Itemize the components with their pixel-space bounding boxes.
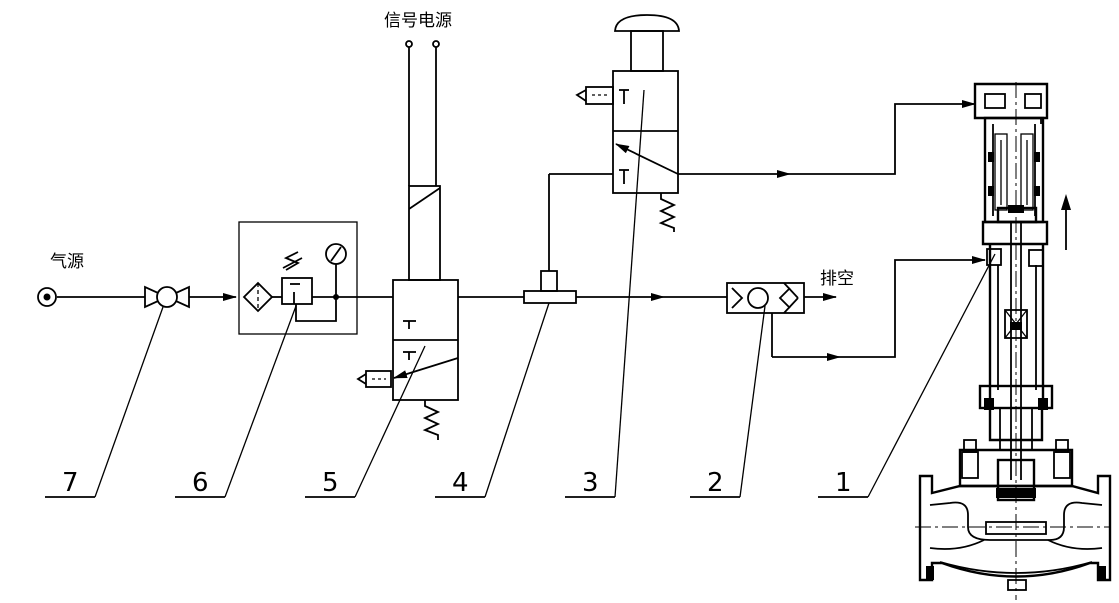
- air-source-label: 气源: [50, 252, 84, 272]
- component-number-5: 5: [322, 468, 339, 498]
- manual-valve-3: [575, 14, 680, 232]
- filter-regulator-6: [238, 221, 358, 335]
- cylinder-actuator-valve-1: [915, 82, 1112, 600]
- leader-line-6: [224, 305, 297, 498]
- line-to-actuator-bottom: [840, 256, 986, 358]
- upward-arrow-icon: [1061, 194, 1071, 250]
- manual-valve-7: [144, 285, 190, 309]
- component-number-6: 6: [192, 468, 209, 498]
- signal-power-label: 信号电源: [384, 11, 452, 31]
- component-number-3: 3: [582, 468, 599, 498]
- component-number-1: 1: [835, 468, 852, 498]
- solenoid-valve-5: [356, 40, 459, 440]
- leader-line-4: [484, 302, 550, 498]
- leader-line-5: [354, 345, 426, 498]
- leader-line-3: [614, 89, 645, 498]
- air-source-symbol: [37, 287, 57, 307]
- leader-line-1: [867, 253, 996, 498]
- line-to-actuator-top: [790, 100, 976, 175]
- quick-exhaust-valve-2: [726, 282, 805, 357]
- tee-fitting-4: [523, 270, 577, 304]
- component-number-4: 4: [452, 468, 469, 498]
- component-number-7: 7: [62, 468, 79, 498]
- exhaust-label: 排空: [820, 269, 854, 289]
- leader-line-7: [94, 306, 164, 498]
- leader-line-2: [739, 305, 766, 498]
- component-number-2: 2: [707, 468, 724, 498]
